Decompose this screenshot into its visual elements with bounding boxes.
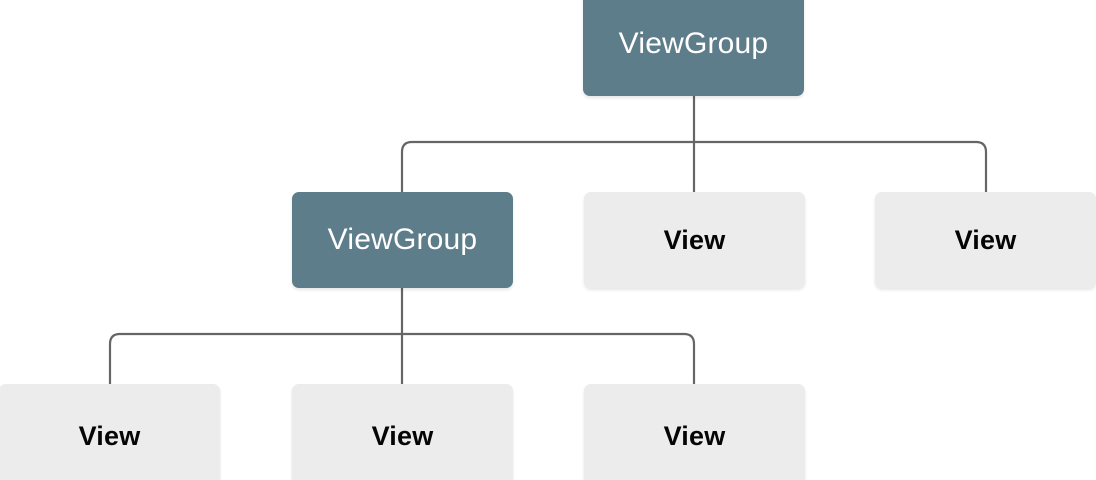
node-label: ViewGroup bbox=[618, 27, 769, 60]
node-label: View bbox=[663, 420, 726, 451]
node-label: View bbox=[954, 224, 1017, 255]
node-label: ViewGroup bbox=[327, 223, 478, 256]
node-child-view-2[interactable]: View bbox=[875, 192, 1096, 288]
edge-root-bus-left bbox=[400, 140, 694, 192]
node-root-viewgroup[interactable]: ViewGroup bbox=[583, 0, 804, 96]
node-leaf-view-3[interactable]: View bbox=[584, 384, 805, 480]
node-label: View bbox=[663, 224, 726, 255]
edge-root-bus-right bbox=[694, 140, 988, 192]
node-label: View bbox=[78, 420, 141, 451]
node-label: View bbox=[371, 420, 434, 451]
node-child-viewgroup[interactable]: ViewGroup bbox=[292, 192, 513, 288]
edge-child-bus-left bbox=[108, 332, 402, 384]
node-child-view-1[interactable]: View bbox=[584, 192, 805, 288]
node-leaf-view-1[interactable]: View bbox=[0, 384, 220, 480]
node-leaf-view-2[interactable]: View bbox=[292, 384, 513, 480]
edge-child-bus-right bbox=[402, 332, 696, 384]
